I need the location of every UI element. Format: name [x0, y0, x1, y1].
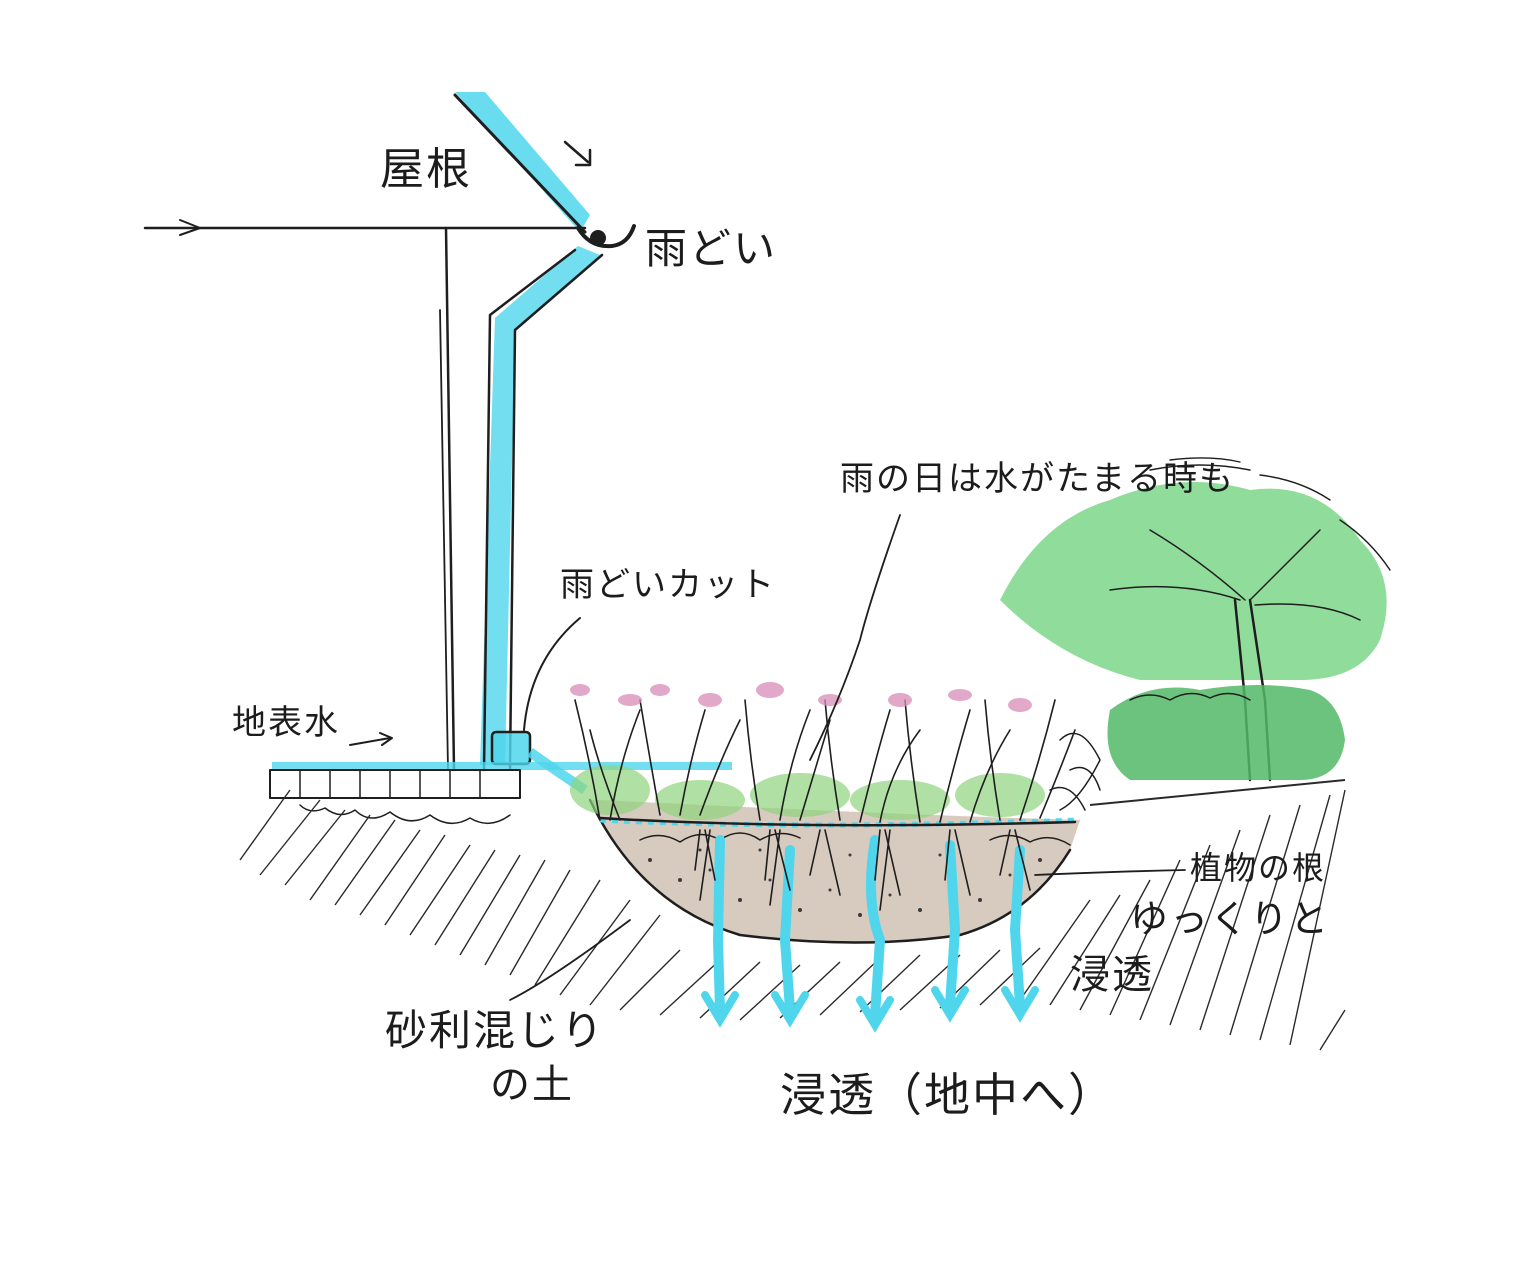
label-surface-water: 地表水: [232, 703, 340, 743]
annotation-leaders: [509, 514, 1186, 1001]
paving: [269, 762, 732, 824]
label-gravel-soil: 砂利混じり: [385, 1006, 606, 1055]
label-rainy-day: 雨の日は水がたまる時も: [840, 459, 1235, 499]
infiltration-arrows-icon: [701, 835, 1039, 1033]
label-slowly: ゆっくりと: [1130, 897, 1331, 941]
label-slowly-infiltrate: 浸透: [1070, 952, 1154, 998]
plants: [570, 682, 1076, 823]
label-gutter: 雨どい: [645, 224, 778, 273]
flow-arrow-icon: [563, 140, 592, 167]
downspout: [480, 246, 604, 772]
surface-flow-arrow-icon: [349, 732, 393, 746]
label-roof: 屋根: [380, 144, 472, 195]
label-gravel-soil-2: の土: [490, 1062, 574, 1108]
label-infiltration: 浸透（地中へ）: [780, 1068, 1116, 1122]
roof: [143, 92, 590, 236]
house-wall: [439, 226, 456, 772]
shrub: [1049, 685, 1345, 811]
gutter: [576, 224, 636, 249]
label-plant-roots: 植物の根: [1190, 849, 1327, 887]
label-gutter-cut: 雨どいカット: [560, 565, 776, 605]
plant-roots: [694, 829, 1031, 911]
ground: [239, 779, 1346, 1051]
